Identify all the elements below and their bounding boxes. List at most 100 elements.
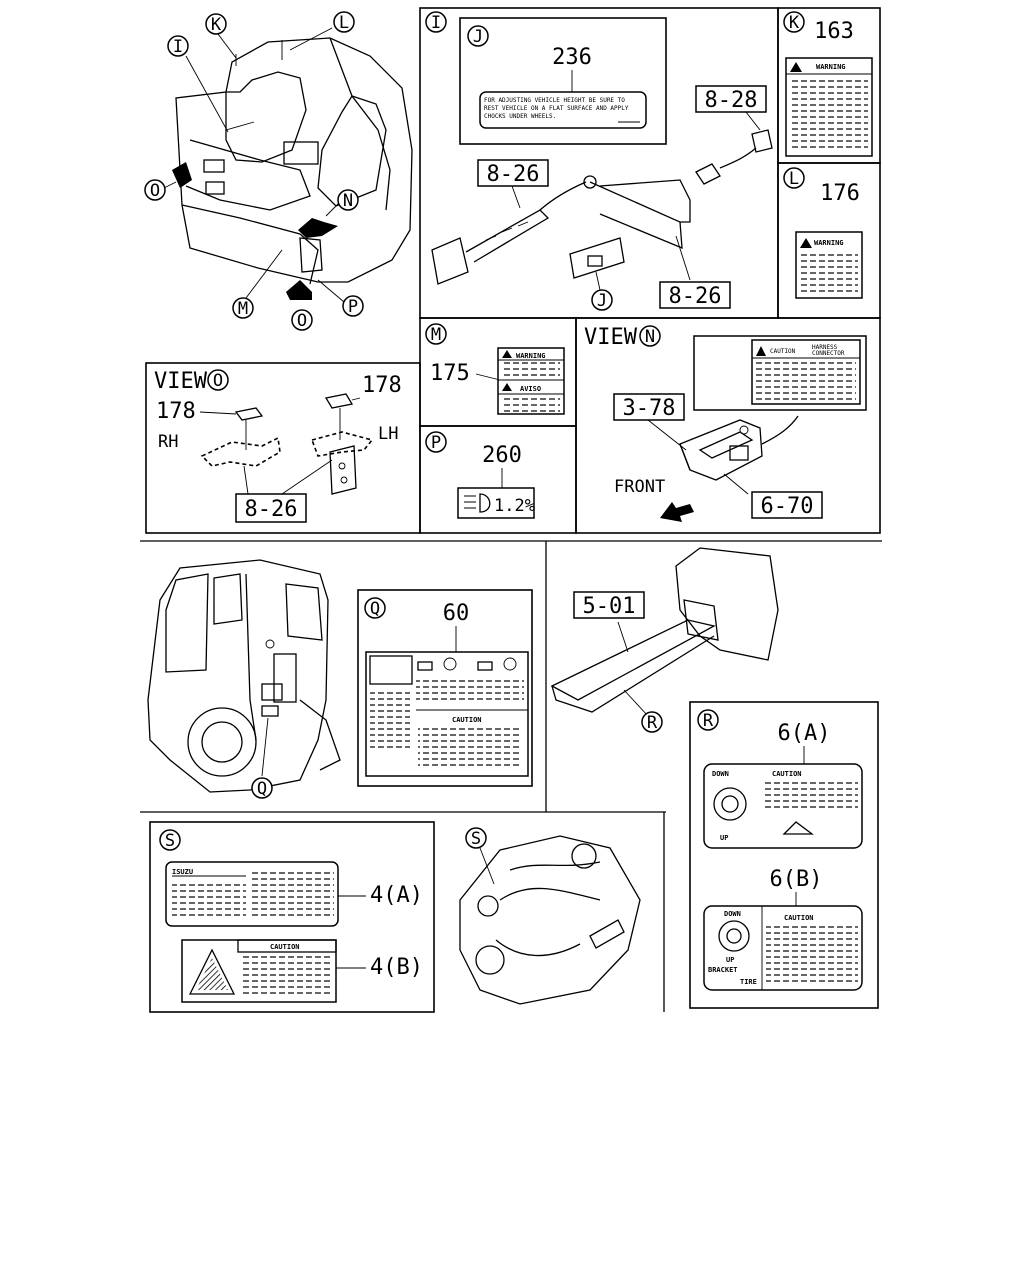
callout-j-view: J (467, 25, 489, 47)
svg-text:BRACKET: BRACKET (708, 966, 738, 974)
svg-text:CONNECTOR: CONNECTOR (812, 350, 845, 357)
callout-m-view: M (425, 323, 447, 345)
svg-text:CAUTION: CAUTION (270, 943, 300, 951)
svg-text:6-70: 6-70 (761, 494, 814, 519)
callout-s-engine: S (465, 827, 487, 849)
svg-text:CAUTION: CAUTION (770, 348, 796, 355)
svg-text:Q: Q (370, 599, 380, 619)
svg-text:O: O (150, 181, 160, 201)
part-4a: 4(A) (370, 883, 423, 908)
svg-text:N: N (645, 327, 655, 347)
callout-k-view: K (783, 11, 805, 33)
callout-q-side: Q (251, 777, 273, 799)
callout-s-view: S (159, 829, 181, 851)
lh-label: LH (378, 424, 398, 444)
svg-text:O: O (297, 311, 307, 331)
cab-overview-drawing (163, 27, 413, 303)
svg-text:P: P (348, 297, 358, 317)
part-236: 236 (552, 45, 592, 70)
svg-text:CAUTION: CAUTION (452, 716, 482, 724)
part-8-26-bottom: 8-26 (659, 281, 731, 309)
caution-label-6a: DOWN CAUTION UP (703, 763, 863, 849)
view-q-panel (357, 589, 533, 787)
callout-i-top: I (167, 35, 189, 57)
view-n-title: VIEW (584, 325, 638, 350)
svg-text:S: S (165, 831, 175, 851)
svg-text:AVISO: AVISO (520, 385, 541, 393)
label-236-line-1: FOR ADJUSTING VEHICLE HEIGHT BE SURE TO (484, 97, 625, 104)
warning-label-176: WARNING (795, 231, 863, 299)
callout-i-view: I (425, 11, 447, 33)
svg-text:I: I (173, 37, 183, 57)
callout-l-view: L (783, 167, 805, 189)
svg-text:Q: Q (257, 779, 267, 799)
callout-r-view: R (697, 709, 719, 731)
part-8-28: 8-28 (695, 85, 767, 113)
part-260: 260 (482, 443, 522, 468)
part-60: 60 (443, 601, 470, 626)
headlamp-reading: 1.2% (494, 496, 535, 516)
svg-text:O: O (213, 371, 223, 391)
view-j-panel (459, 17, 667, 145)
svg-text:M: M (431, 325, 441, 345)
svg-text:8-28: 8-28 (705, 88, 758, 113)
svg-text:J: J (473, 27, 483, 47)
svg-text:P: P (431, 433, 441, 453)
headlamp-label-260: 1.2% (457, 487, 535, 519)
svg-text:WARNING: WARNING (816, 63, 846, 71)
svg-text:I: I (431, 13, 441, 33)
front-arrow-icon (660, 502, 694, 522)
svg-text:WARNING: WARNING (516, 352, 546, 360)
svg-text:R: R (647, 713, 658, 733)
svg-text:CAUTION: CAUTION (784, 914, 814, 922)
callout-n-view: N (639, 325, 661, 347)
engine-drawing (459, 835, 641, 1005)
callout-p-view: P (425, 431, 447, 453)
frame-rail-drawing (550, 547, 779, 717)
svg-text:HARNESS: HARNESS (812, 344, 838, 351)
part-178-left: 178 (156, 399, 196, 424)
callout-o-view: O (207, 369, 229, 391)
part-4b: 4(B) (370, 955, 423, 980)
label-236-plate: FOR ADJUSTING VEHICLE HEIGHT BE SURE TO … (479, 91, 647, 129)
svg-text:J: J (597, 291, 607, 311)
front-label: FRONT (614, 477, 665, 497)
svg-text:L: L (789, 169, 799, 189)
part-8-26-view-o: 8-26 (235, 493, 307, 523)
svg-text:N: N (343, 191, 353, 211)
svg-text:TIRE: TIRE (740, 978, 757, 986)
cab-side-drawing (147, 559, 341, 793)
callout-o-bottom: O (291, 309, 313, 331)
part-176: 176 (820, 181, 860, 206)
svg-text:DOWN: DOWN (724, 910, 741, 918)
view-i-drawing (431, 111, 773, 291)
part-175: 175 (430, 361, 470, 386)
callout-q-view: Q (364, 597, 386, 619)
caution-label-6b: DOWN UP BRACKET TIRE CAUTION (703, 905, 863, 991)
view-n-bracket-drawing (647, 415, 799, 495)
rh-label: RH (158, 432, 178, 452)
svg-text:8-26: 8-26 (669, 284, 722, 309)
callout-l-top: L (333, 11, 355, 33)
view-o-drawing (199, 393, 374, 495)
callout-k-top: K (205, 13, 227, 35)
part-8-26-top: 8-26 (477, 159, 549, 187)
svg-text:S: S (471, 829, 481, 849)
part-6a: 6(A) (778, 721, 831, 746)
svg-text:UP: UP (720, 834, 728, 842)
part-178-right: 178 (362, 373, 402, 398)
svg-text:M: M (238, 299, 248, 319)
part-163: 163 (814, 19, 854, 44)
view-r-panel (689, 701, 879, 1009)
svg-text:R: R (703, 711, 714, 731)
label-236-line-3: CHOCKS UNDER WHEELS. (484, 113, 556, 120)
part-3-78: 3-78 (613, 393, 685, 421)
view-i-panel (419, 7, 779, 319)
callout-r-frame: R (641, 711, 663, 733)
svg-text:3-78: 3-78 (623, 396, 676, 421)
view-o-title: VIEW (154, 369, 208, 394)
svg-text:8-26: 8-26 (245, 497, 298, 522)
caution-label-252: CAUTION HARNESS CONNECTOR (693, 335, 867, 411)
svg-text:ISUZU: ISUZU (172, 868, 193, 876)
svg-text:DOWN: DOWN (712, 770, 729, 778)
